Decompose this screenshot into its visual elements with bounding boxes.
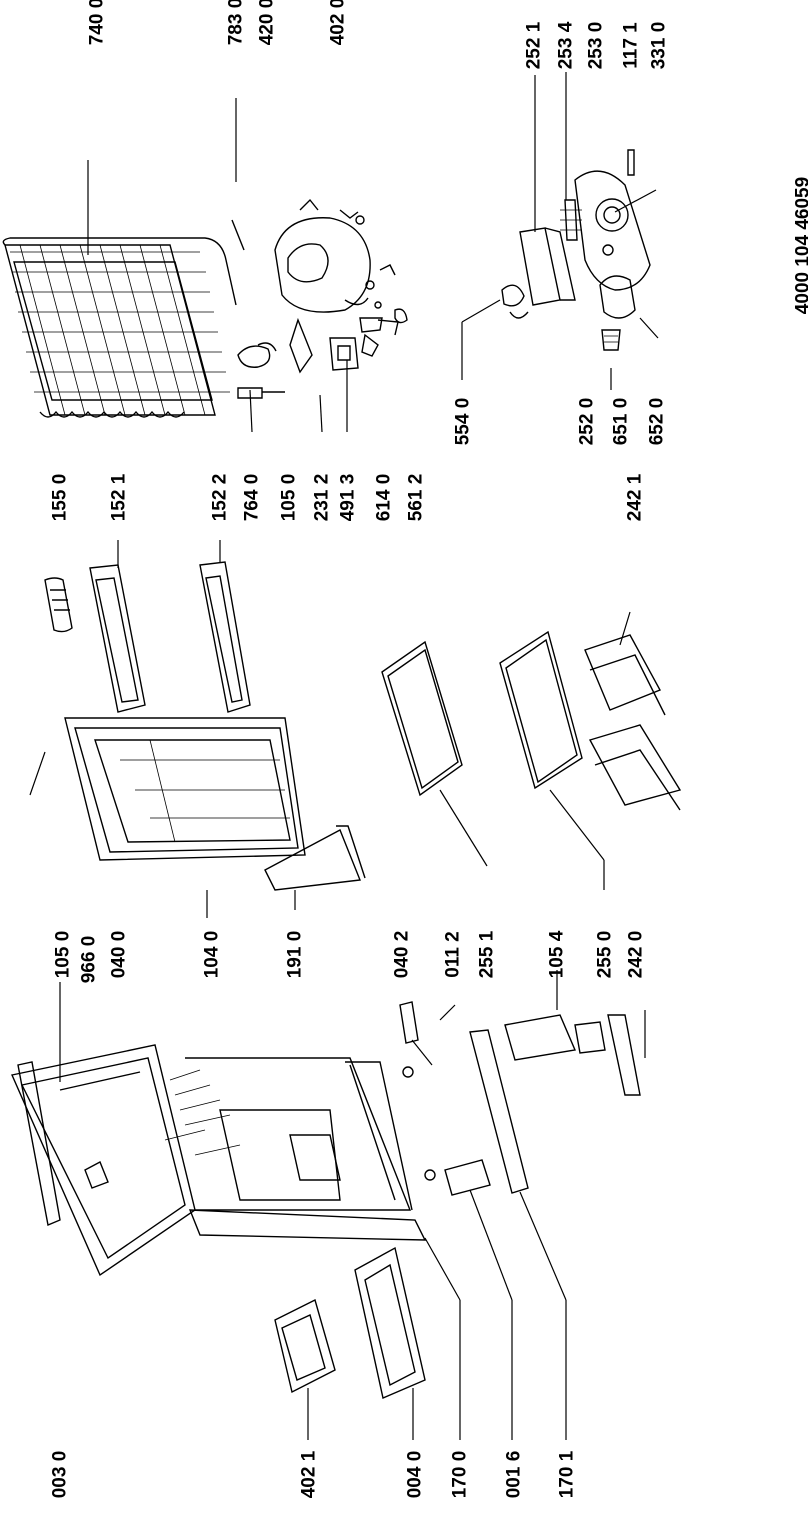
part-label: 011 2 xyxy=(444,915,463,995)
part-label: 740 0 xyxy=(88,0,107,62)
part-label: 105 0 xyxy=(280,458,299,538)
part-label: 152 1 xyxy=(110,458,129,538)
cabinet-left-panel xyxy=(18,1062,108,1225)
part-label: 614 0 xyxy=(375,458,394,538)
glass-shelves xyxy=(382,632,582,795)
part-label: 331 0 xyxy=(650,6,669,86)
part-label: 255 0 xyxy=(596,915,615,995)
part-label: 253 0 xyxy=(587,6,606,86)
crisper-drawers xyxy=(585,635,680,810)
part-label: 764 0 xyxy=(243,458,262,538)
part-label: 004 0 xyxy=(406,1435,425,1515)
part-label: 040 0 xyxy=(110,915,129,995)
part-label: 191 0 xyxy=(286,915,305,995)
part-label: 170 1 xyxy=(558,1435,577,1515)
compressor xyxy=(275,200,407,323)
document-code: 4000 104 46059 xyxy=(794,171,808,321)
part-label: 491 3 xyxy=(339,458,358,538)
part-label: 117 1 xyxy=(622,6,641,86)
part-label: 966 0 xyxy=(80,920,99,1000)
fan-motor-assembly xyxy=(502,150,650,350)
part-label: 231 2 xyxy=(313,458,332,538)
part-label: 152 2 xyxy=(211,458,230,538)
part-label: 242 1 xyxy=(626,458,645,538)
part-label: 252 0 xyxy=(578,382,597,462)
part-label: 651 0 xyxy=(612,382,631,462)
part-label: 105 0 xyxy=(54,915,73,995)
part-label: 105 4 xyxy=(548,915,567,995)
part-label: 170 0 xyxy=(451,1435,470,1515)
part-label: 255 1 xyxy=(478,915,497,995)
part-label: 554 0 xyxy=(454,382,473,462)
part-label: 253 4 xyxy=(557,6,576,86)
part-label: 001 6 xyxy=(505,1435,524,1515)
part-label: 402 0 xyxy=(329,0,348,62)
part-label: 003 0 xyxy=(51,1435,70,1515)
part-label: 652 0 xyxy=(648,382,667,462)
leader-lines xyxy=(30,72,658,1440)
door-gaskets xyxy=(45,562,250,712)
part-label: 155 0 xyxy=(51,458,70,538)
condenser-coil xyxy=(3,238,236,417)
part-label: 402 1 xyxy=(300,1435,319,1515)
part-label: 040 2 xyxy=(393,915,412,995)
cabinet-body xyxy=(12,1045,425,1275)
relay-parts xyxy=(232,220,398,398)
part-label: 561 2 xyxy=(407,458,426,538)
part-label: 242 0 xyxy=(627,915,646,995)
part-label: 252 1 xyxy=(525,6,544,86)
door-frame xyxy=(65,718,365,890)
part-label: 420 0 xyxy=(258,0,277,62)
part-label: 104 0 xyxy=(203,915,222,995)
part-label: 783 0 xyxy=(227,0,246,62)
